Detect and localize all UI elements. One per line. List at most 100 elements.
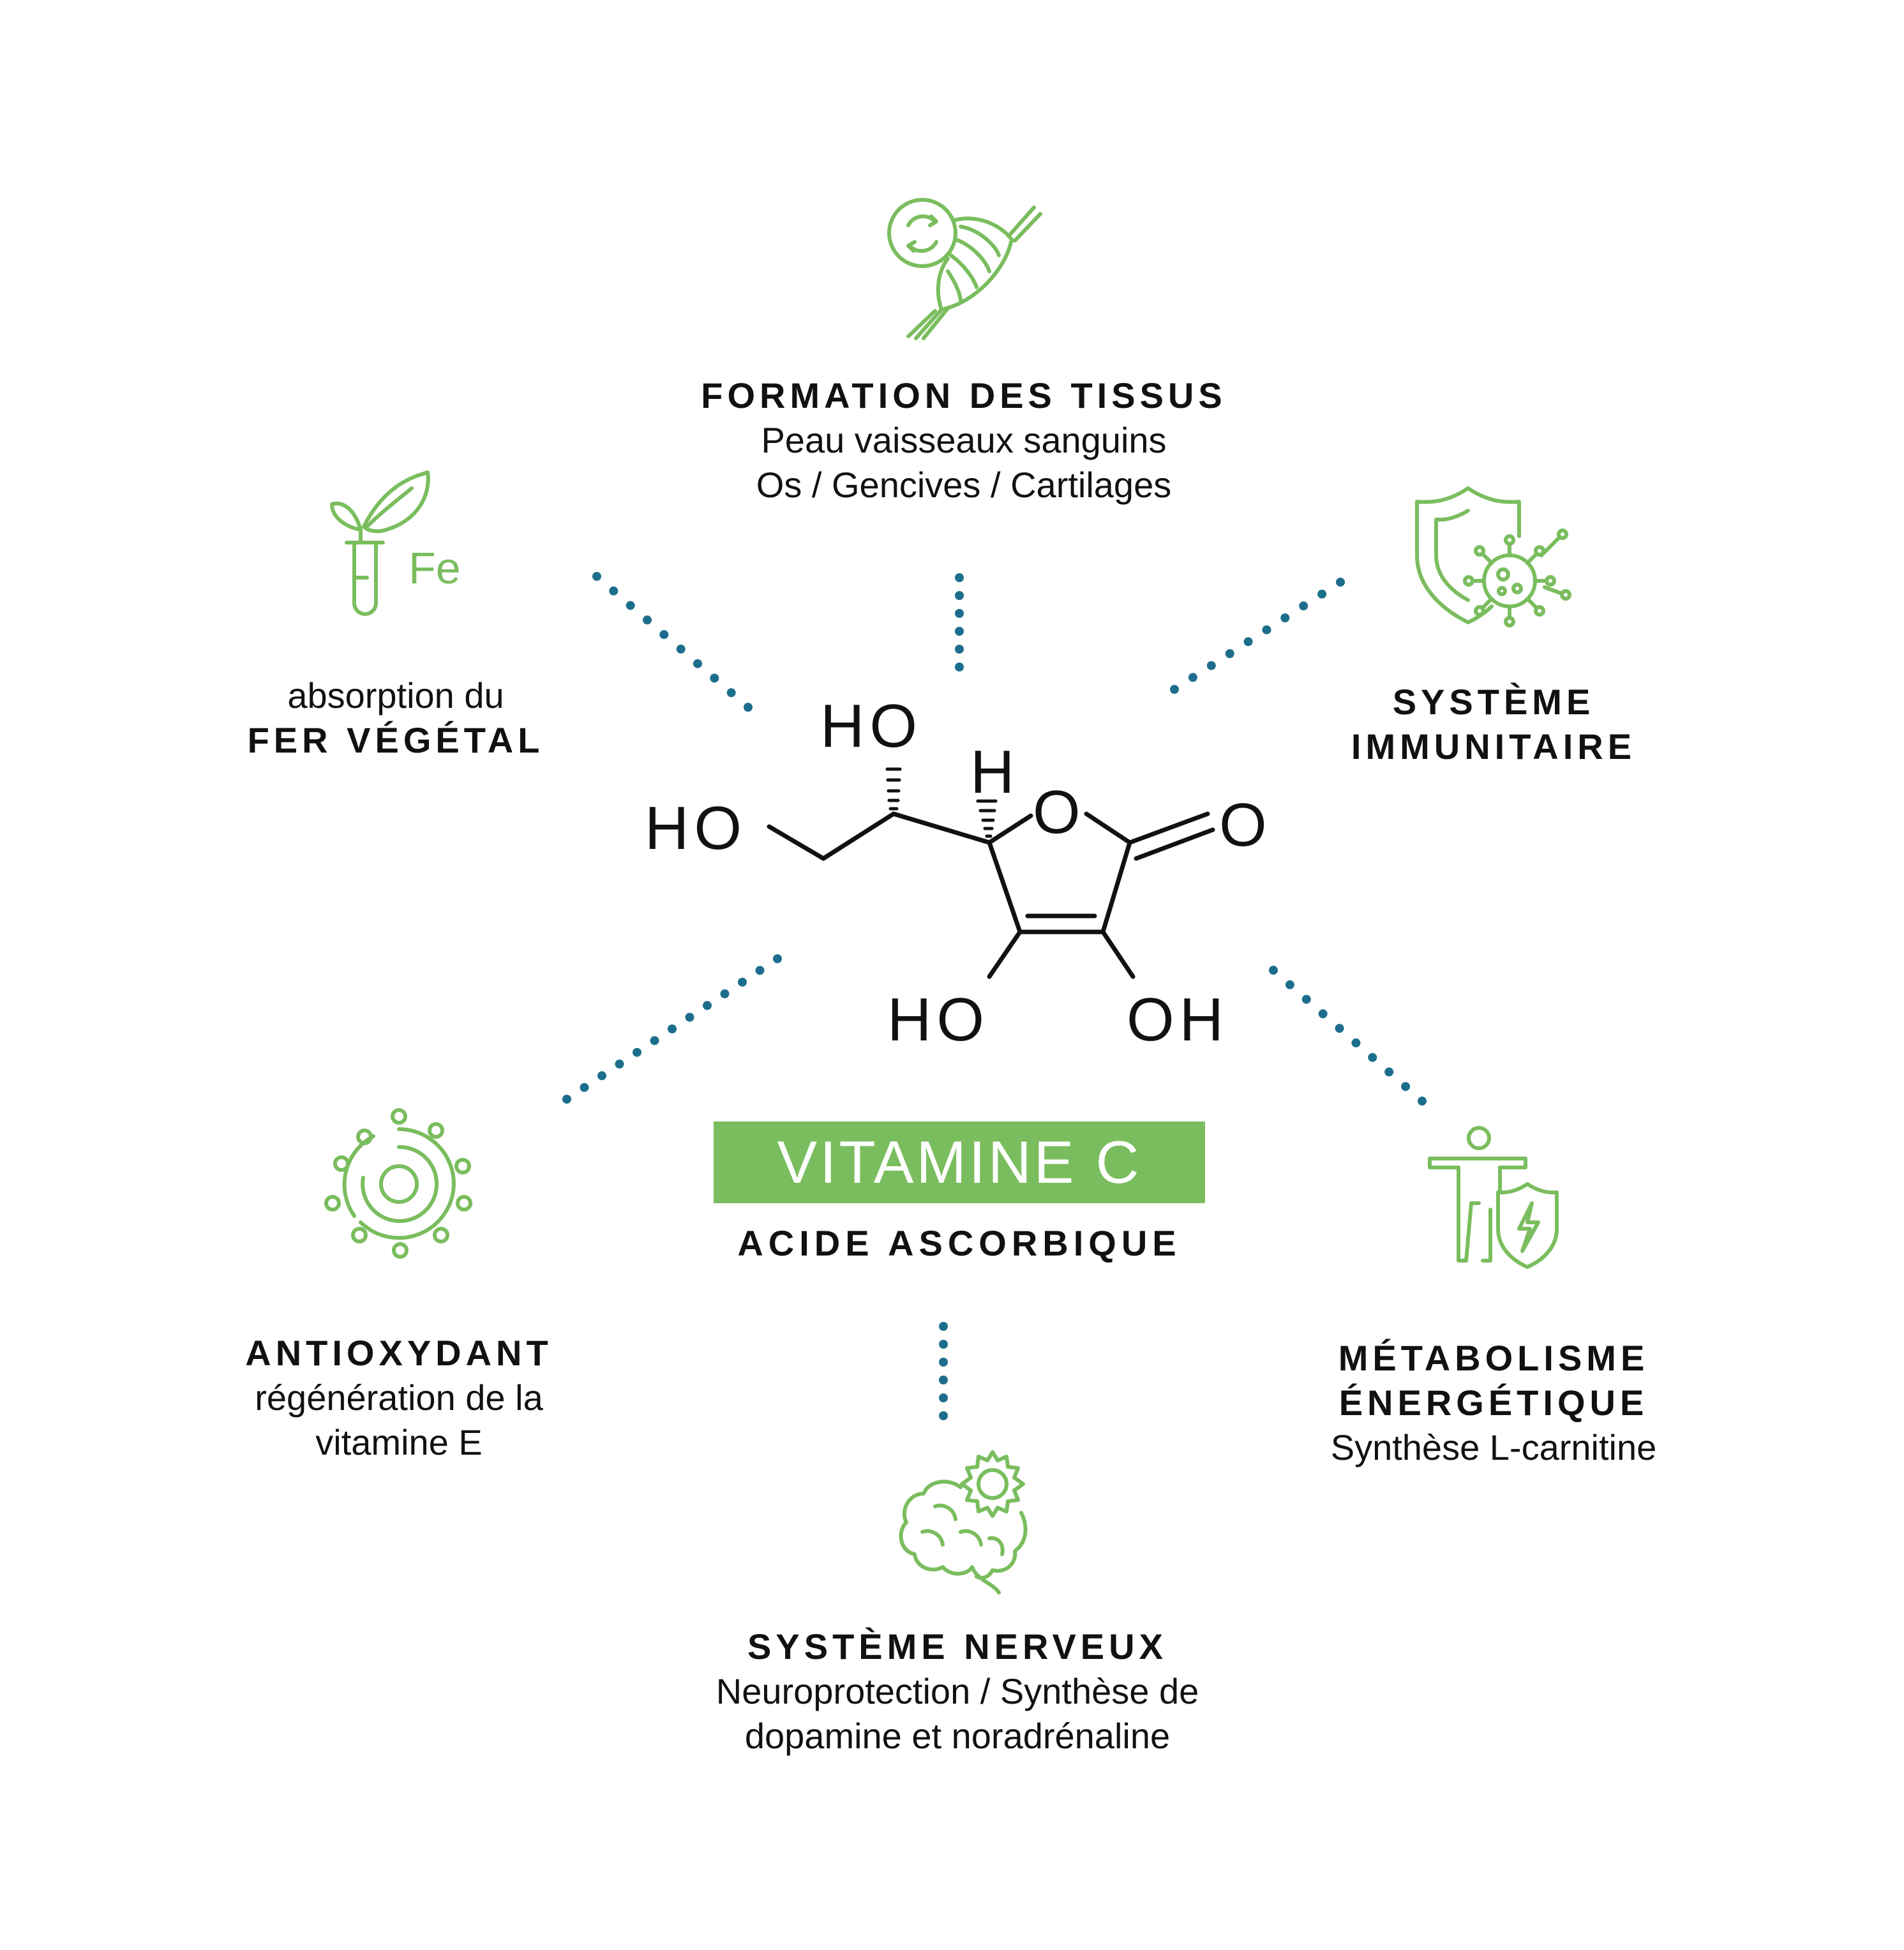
connector-dot bbox=[1318, 1009, 1328, 1019]
connector-dot bbox=[1418, 1097, 1427, 1106]
connector-dot bbox=[1225, 649, 1234, 658]
connector-dot bbox=[955, 627, 964, 636]
connector-dot bbox=[1336, 578, 1345, 587]
connector-dot bbox=[1368, 1053, 1377, 1062]
connector-dot bbox=[643, 615, 652, 625]
benefit-metabolism-heading-1: MÉTABOLISME bbox=[1338, 1338, 1649, 1378]
connector-dot bbox=[955, 609, 964, 618]
connector-dot bbox=[1335, 1024, 1344, 1033]
label-o-keto: O bbox=[1219, 791, 1272, 859]
connector-dot bbox=[693, 659, 702, 668]
connector-dot bbox=[955, 663, 964, 671]
connector-dot bbox=[626, 601, 635, 610]
connector-dot bbox=[615, 1060, 624, 1069]
connector-metabolism bbox=[1269, 966, 1427, 1106]
connector-dot bbox=[1206, 661, 1216, 670]
connector-dot bbox=[939, 1411, 948, 1420]
bond-keto-2 bbox=[1134, 827, 1215, 861]
benefit-tissue: FORMATION DES TISSUS Peau vaisseaux sang… bbox=[664, 373, 1264, 507]
connector-dot bbox=[939, 1340, 948, 1349]
connector-dot bbox=[1285, 980, 1294, 989]
atom-ring-icon bbox=[322, 1107, 476, 1261]
benefit-immune: SYSTÈME IMMUNITAIRE bbox=[1315, 680, 1672, 769]
vitamin-c-subtitle: ACIDE ASCORBIQUE bbox=[737, 1223, 1181, 1263]
benefit-nervous: SYSTÈME NERVEUX Neuroprotection / Synthè… bbox=[638, 1624, 1277, 1759]
hashed-wedge-ho bbox=[885, 767, 902, 811]
connector-dot bbox=[755, 966, 765, 975]
connector-dot bbox=[1299, 601, 1308, 611]
connector-dot bbox=[955, 591, 964, 600]
connector-dot bbox=[659, 630, 669, 640]
connector-dot bbox=[609, 586, 618, 596]
connector-dot bbox=[939, 1376, 948, 1384]
bond-ch-ring bbox=[891, 811, 992, 845]
benefit-tissue-line-2: Os / Gencives / Cartilages bbox=[756, 465, 1172, 505]
connector-dot bbox=[1351, 1038, 1361, 1047]
label-o-ring: O bbox=[1033, 778, 1086, 846]
connector-dot bbox=[1243, 637, 1253, 647]
connector-dot bbox=[592, 572, 601, 581]
connector-dot bbox=[720, 989, 730, 998]
bond-keto-1 bbox=[1127, 811, 1210, 845]
connector-dot bbox=[726, 688, 736, 698]
connector-dot bbox=[1269, 966, 1278, 975]
connector-dot bbox=[710, 673, 719, 683]
connector-tissue bbox=[955, 573, 964, 671]
label-oh-bottom: OH bbox=[1127, 986, 1229, 1054]
connector-dot bbox=[597, 1071, 606, 1081]
benefit-antioxidant-line-2: vitamine E bbox=[315, 1422, 483, 1462]
benefit-iron-prefix: absorption du bbox=[287, 675, 504, 716]
connector-dot bbox=[773, 954, 782, 963]
connector-dot bbox=[1317, 589, 1327, 599]
bond-carbonyl-c-c bbox=[1100, 840, 1132, 934]
connector-dot bbox=[939, 1322, 948, 1331]
benefit-immune-heading-2: IMMUNITAIRE bbox=[1351, 726, 1637, 767]
hashed-wedge-h bbox=[976, 799, 998, 838]
ascorbic-acid-structure: HO H HO O O HO OH bbox=[626, 657, 1283, 1079]
connector-immune bbox=[1170, 578, 1345, 694]
connector-dot bbox=[1170, 685, 1179, 694]
benefit-tissue-heading: FORMATION DES TISSUS bbox=[701, 375, 1227, 416]
benefit-iron-heading: FER VÉGÉTAL bbox=[247, 720, 544, 760]
label-ho-bottom: HO bbox=[887, 986, 989, 1054]
connector-dot bbox=[744, 703, 753, 712]
benefit-antioxidant-heading: ANTIOXYDANT bbox=[245, 1333, 553, 1373]
connector-antioxidant bbox=[562, 954, 782, 1104]
benefit-tissue-line-1: Peau vaisseaux sanguins bbox=[761, 420, 1167, 460]
benefit-nervous-line-1: Neuroprotection / Synthèse de bbox=[716, 1671, 1199, 1711]
bond-ho-ch2 bbox=[767, 824, 826, 861]
connector-dot bbox=[1188, 673, 1197, 682]
iron-symbol-text: Fe bbox=[409, 543, 461, 593]
connector-dot bbox=[738, 977, 747, 987]
muscle-fiber-icon bbox=[884, 195, 1044, 341]
benefit-metabolism: MÉTABOLISME ÉNERGÉTIQUE Synthèse L-carni… bbox=[1289, 1336, 1698, 1470]
connector-iron bbox=[592, 572, 753, 712]
connector-dot bbox=[939, 1358, 948, 1367]
brain-gear-icon bbox=[897, 1449, 1034, 1596]
plant-tube-iron-icon: Fe bbox=[329, 469, 476, 622]
vitamin-c-title: VITAMINE C bbox=[777, 1129, 1142, 1196]
benefit-antioxidant-line-1: régénération de la bbox=[255, 1377, 543, 1418]
bond-c-o-ring bbox=[987, 813, 1033, 845]
connector-dot bbox=[955, 573, 964, 582]
benefit-nervous-line-2: dopamine et noradrénaline bbox=[744, 1716, 1171, 1756]
connector-nervous bbox=[939, 1322, 948, 1420]
connector-dot bbox=[1301, 994, 1311, 1004]
bond-c-oh-left bbox=[987, 929, 1023, 979]
connector-dot bbox=[939, 1393, 948, 1402]
benefit-immune-heading-1: SYSTÈME bbox=[1392, 682, 1595, 722]
label-ho-left: HO bbox=[645, 794, 747, 862]
bond-o-carbonyl-carbon bbox=[1084, 811, 1132, 845]
connector-dot bbox=[1384, 1067, 1394, 1077]
connector-dot bbox=[1262, 625, 1271, 634]
benefit-metabolism-line-1: Synthèse L-carnitine bbox=[1330, 1427, 1657, 1467]
bond-ch2-ch bbox=[821, 811, 896, 861]
connector-dot bbox=[668, 1024, 677, 1033]
connector-dot bbox=[1280, 613, 1290, 622]
benefit-nervous-heading: SYSTÈME NERVEUX bbox=[747, 1626, 1167, 1667]
connector-dot bbox=[633, 1047, 641, 1057]
shield-virus-icon bbox=[1414, 485, 1571, 629]
vitamin-c-title-box: VITAMINE C bbox=[714, 1121, 1205, 1203]
